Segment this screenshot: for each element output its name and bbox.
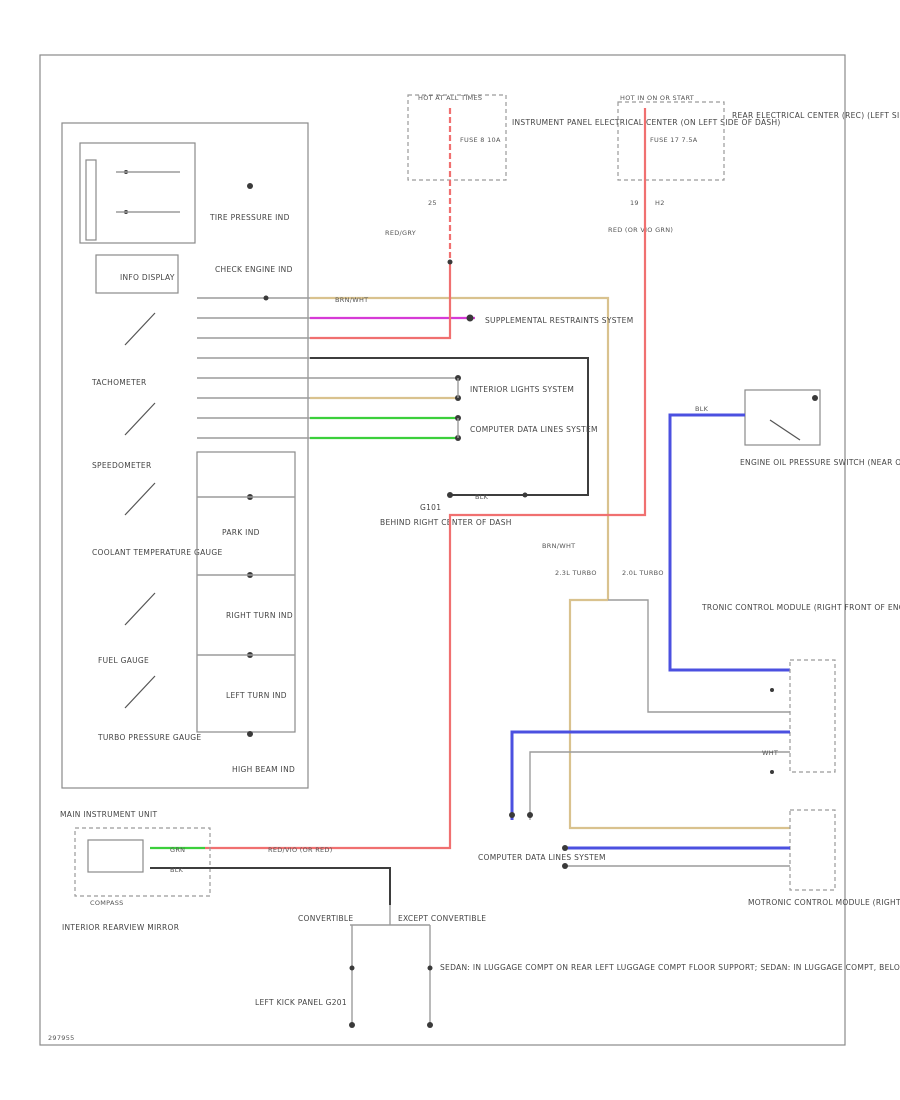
tpms-indicator xyxy=(85,159,97,241)
tcm-label: TRONIC CONTROL MODULE (RIGHT FRONT OF EN… xyxy=(701,603,900,612)
wire-blk-ground xyxy=(310,357,589,496)
grn-label: GRN xyxy=(170,846,185,854)
tcm-box xyxy=(789,659,836,773)
blk-oil-label: BLK xyxy=(695,405,709,413)
wire-23-turbo xyxy=(568,598,790,830)
instrument-unit-box xyxy=(61,122,309,789)
speedometer-label: SPEEDOMETER xyxy=(92,461,151,470)
except-conv-label: EXCEPT CONVERTIBLE xyxy=(398,914,486,923)
computer-data2-label: COMPUTER DATA LINES SYSTEM xyxy=(478,853,606,862)
wht-tcm-label: WHT xyxy=(762,749,778,757)
wire-brn-wht-ce xyxy=(310,296,610,600)
pin-19-label: 19 xyxy=(630,199,639,207)
oil-switch-box xyxy=(744,389,821,446)
coolant-label: COOLANT TEMPERATURE GAUGE xyxy=(92,548,223,557)
fuse-ip-label: FUSE 8 10A xyxy=(460,136,501,144)
indicator-box xyxy=(196,451,296,733)
ip-center-box xyxy=(407,94,507,181)
g-left-kick-label: LEFT KICK PANEL G201 xyxy=(255,998,347,1007)
tpms-label: TIRE PRESSURE IND xyxy=(209,213,290,222)
hot-at-all-times-label: HOT AT ALL TIMES xyxy=(418,94,482,102)
hot-in-run-label: HOT IN ON OR START xyxy=(620,94,694,102)
wire-tcm-can xyxy=(510,730,790,820)
blk-mirror-label: BLK xyxy=(170,866,184,874)
outer-frame xyxy=(39,54,846,1046)
mirror-box xyxy=(74,827,211,897)
left-turn-label: LEFT TURN IND xyxy=(226,691,287,700)
motronic-box xyxy=(789,809,836,891)
info-display-box xyxy=(95,254,179,294)
wire-red-main xyxy=(205,108,647,850)
brn-wht-label: BRN/WHT xyxy=(335,296,368,304)
red-vio-label: RED/VIO (OR RED) xyxy=(268,846,333,854)
turbo23-label: 2.3L TURBO xyxy=(555,569,597,577)
compass-label: COMPASS xyxy=(90,899,124,907)
interior-lights-label: INTERIOR LIGHTS SYSTEM xyxy=(470,385,574,394)
mirror-label: INTERIOR REARVIEW MIRROR xyxy=(62,923,179,932)
g101-loc-label: BEHIND RIGHT CENTER OF DASH xyxy=(380,518,512,527)
rear-center-label: REAR ELECTRICAL CENTER (REC) (LEFT SIDE … xyxy=(732,111,900,120)
red-gry-label: RED/GRY xyxy=(385,229,416,237)
blk-g101-label: BLK xyxy=(475,493,489,501)
ip-center-label: INSTRUMENT PANEL ELECTRICAL CENTER (ON L… xyxy=(512,118,781,127)
fuel-gauge-label: FUEL GAUGE xyxy=(98,656,149,665)
check-engine-label: CHECK ENGINE IND xyxy=(215,265,293,274)
pin-25-label: 25 xyxy=(428,199,437,207)
srs-label: SUPPLEMENTAL RESTRAINTS SYSTEM xyxy=(485,316,634,325)
convertible-label: CONVERTIBLE xyxy=(298,914,353,923)
turbo20-label: 2.0L TURBO xyxy=(622,569,664,577)
compass-box xyxy=(87,839,144,873)
figure-id: 297955 xyxy=(48,1034,75,1042)
main-unit-label: MAIN INSTRUMENT UNIT xyxy=(60,810,157,819)
pin-h2-label: H2 xyxy=(655,199,665,207)
right-turn-label: RIGHT TURN IND xyxy=(226,611,293,620)
wire-red-gry-srs xyxy=(310,262,452,340)
computer-data-label: COMPUTER DATA LINES SYSTEM xyxy=(470,425,598,434)
red-grn-label: RED (OR VIO GRN) xyxy=(608,226,673,234)
info-display-label: INFO DISPLAY xyxy=(120,273,175,282)
g-sedan-label: SEDAN: IN LUGGAGE COMPT ON REAR LEFT LUG… xyxy=(440,963,900,972)
park-ind-label: PARK IND xyxy=(222,528,260,537)
wire-blk-oil xyxy=(668,413,790,672)
fuse-rear-label: FUSE 17 7.5A xyxy=(650,136,698,144)
rear-center-box xyxy=(617,101,725,181)
oil-switch-label: ENGINE OIL PRESSURE SWITCH (NEAR OIL FIL… xyxy=(740,458,900,467)
wire-20-turbo xyxy=(608,599,790,713)
tachometer-label: TACHOMETER xyxy=(91,378,147,387)
g101-label: G101 xyxy=(420,503,441,512)
motronic-label: MOTRONIC CONTROL MODULE (RIGHT REAR OF E… xyxy=(748,898,900,907)
turbo-label: TURBO PRESSURE GAUGE xyxy=(97,733,201,742)
brn-wht-top-label: BRN/WHT xyxy=(542,542,575,550)
tpms-box xyxy=(79,142,196,244)
high-beam-label: HIGH BEAM IND xyxy=(232,765,295,774)
wire-mirror-ground xyxy=(150,867,391,905)
